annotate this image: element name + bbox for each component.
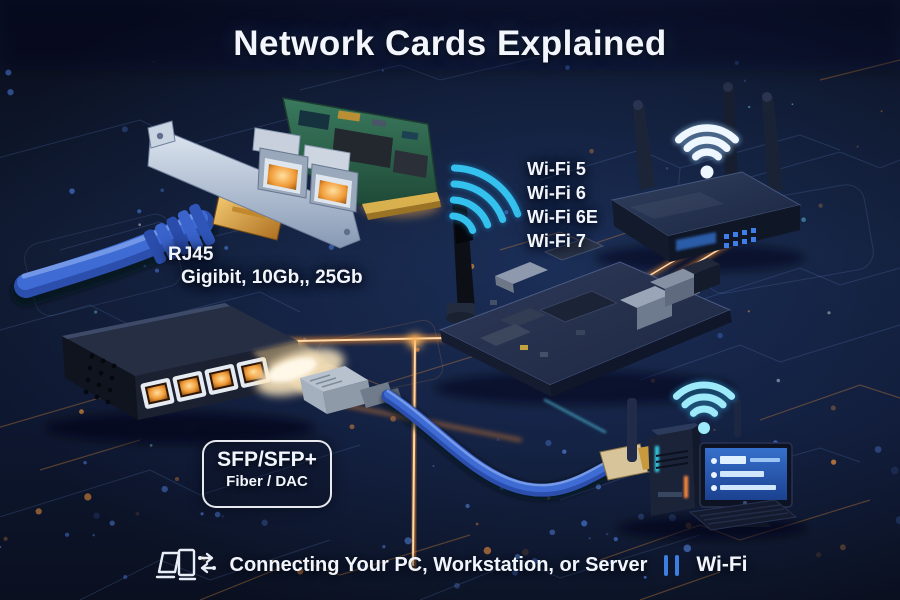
sbc-board xyxy=(438,197,732,397)
rj45-port xyxy=(257,147,309,199)
router-display xyxy=(676,232,716,251)
pc-tower xyxy=(648,429,695,516)
nic-ethernet-cable xyxy=(11,181,287,307)
footer-text: Connecting Your PC, Workstation, or Serv… xyxy=(229,553,648,576)
rj45-speeds-label: Gigibit, 10Gb,, 25Gb xyxy=(181,267,363,288)
wifi-router xyxy=(610,82,802,262)
shadows xyxy=(45,244,807,540)
router-antenna xyxy=(633,82,783,193)
wifi-arcs-icon xyxy=(447,163,523,236)
sfp-subtitle: Fiber / DAC xyxy=(226,473,308,490)
separator-bar xyxy=(664,554,669,576)
switch-ports xyxy=(140,357,271,409)
pc-antenna-2 xyxy=(627,398,637,462)
rj45-port xyxy=(309,163,359,213)
sfp-title: SFP/SFP+ xyxy=(217,448,317,471)
pc-monitor xyxy=(699,442,793,527)
wifi-standard-item: Wi-Fi 6 xyxy=(527,183,586,203)
double-bar-separator xyxy=(664,554,680,576)
devices-transfer-icon xyxy=(155,548,216,581)
wifi-standard-item: Wi-Fi 7 xyxy=(527,231,586,251)
rj45-label: RJ45 xyxy=(168,244,214,265)
separator-bar xyxy=(675,554,680,576)
router-leds xyxy=(724,228,756,248)
footer-caption: Connecting Your PC, Workstation, or Serv… xyxy=(0,544,900,586)
dac-cable xyxy=(381,389,665,501)
page-title: Network Cards Explained xyxy=(233,24,667,63)
sfp-label-box: SFP/SFP+ Fiber / DAC xyxy=(202,440,332,508)
wifi-standard-item: Wi-Fi 6E xyxy=(527,207,598,227)
workstation xyxy=(627,398,798,531)
nic-card xyxy=(147,97,441,249)
wifi-signal-icon xyxy=(673,122,741,179)
pc-antenna xyxy=(734,399,741,437)
vent-dots xyxy=(83,353,117,405)
wifi-signal-icon xyxy=(670,379,738,434)
footer-wifi-label: Wi-Fi xyxy=(696,553,748,576)
network-switch xyxy=(62,303,402,420)
wifi-standards-list: Wi-Fi 5 Wi-Fi 6 Wi-Fi 6E Wi-Fi 7 xyxy=(527,157,598,253)
wifi-standard-item: Wi-Fi 5 xyxy=(527,159,586,179)
